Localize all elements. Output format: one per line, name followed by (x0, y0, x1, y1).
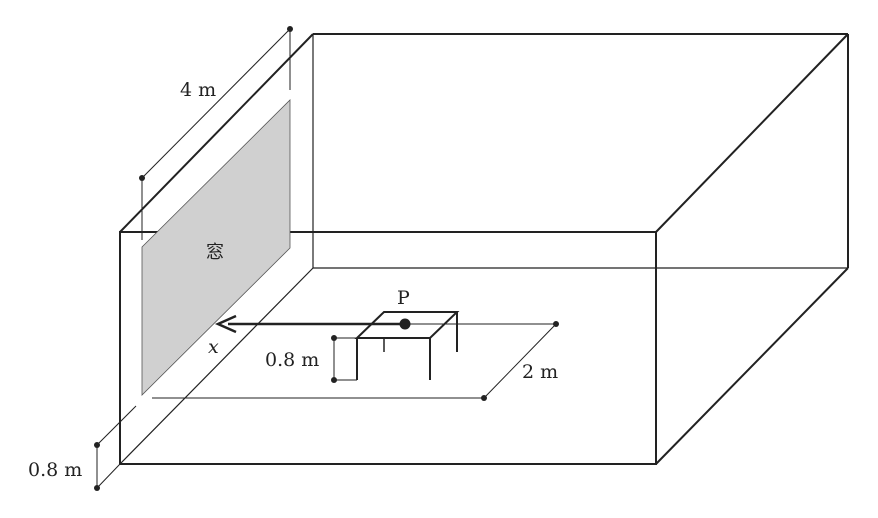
dim-end-dot (287, 26, 293, 32)
window-width-dimension (139, 26, 293, 240)
x-axis-arrow (214, 314, 411, 334)
dim-end-dot (94, 485, 100, 491)
dim-line-4m (141, 28, 291, 179)
dim-end-dot (139, 175, 145, 181)
label-table-distance: 2 m (522, 361, 558, 383)
arrow-head (214, 314, 237, 334)
label-window: 窓 (206, 242, 224, 263)
table (354, 311, 460, 380)
room-depth-bottom-right (655, 267, 849, 465)
room-floor-left-edge (119, 267, 314, 465)
room-front-face (119, 231, 657, 465)
label-sill-height: 0.8 m (28, 459, 82, 481)
point-p-dot (399, 318, 411, 330)
room-depth-top-left (119, 33, 314, 233)
dim-end-dot (553, 321, 559, 327)
table-distance-dimension (152, 321, 559, 401)
dim-end-dot (94, 442, 100, 448)
label-point-p: P (397, 287, 410, 309)
label-window-width: 4 m (180, 79, 216, 101)
dim-ext-diagonal (96, 463, 121, 489)
label-table-height: 0.8 m (265, 349, 319, 371)
room-depth-top-right (655, 33, 849, 233)
dim-end-dot (331, 335, 337, 341)
sill-height-dimension (94, 405, 137, 491)
dim-end-dot (331, 377, 337, 383)
room-box (119, 33, 849, 465)
dim-end-dot (481, 395, 487, 401)
window-pane (141, 99, 291, 396)
label-x-axis: x (208, 336, 219, 358)
dim-line-2m (483, 323, 557, 399)
room-inner-edges (119, 34, 848, 465)
table-height-dimension (331, 335, 357, 383)
dim-ext-diagonal (96, 405, 137, 446)
